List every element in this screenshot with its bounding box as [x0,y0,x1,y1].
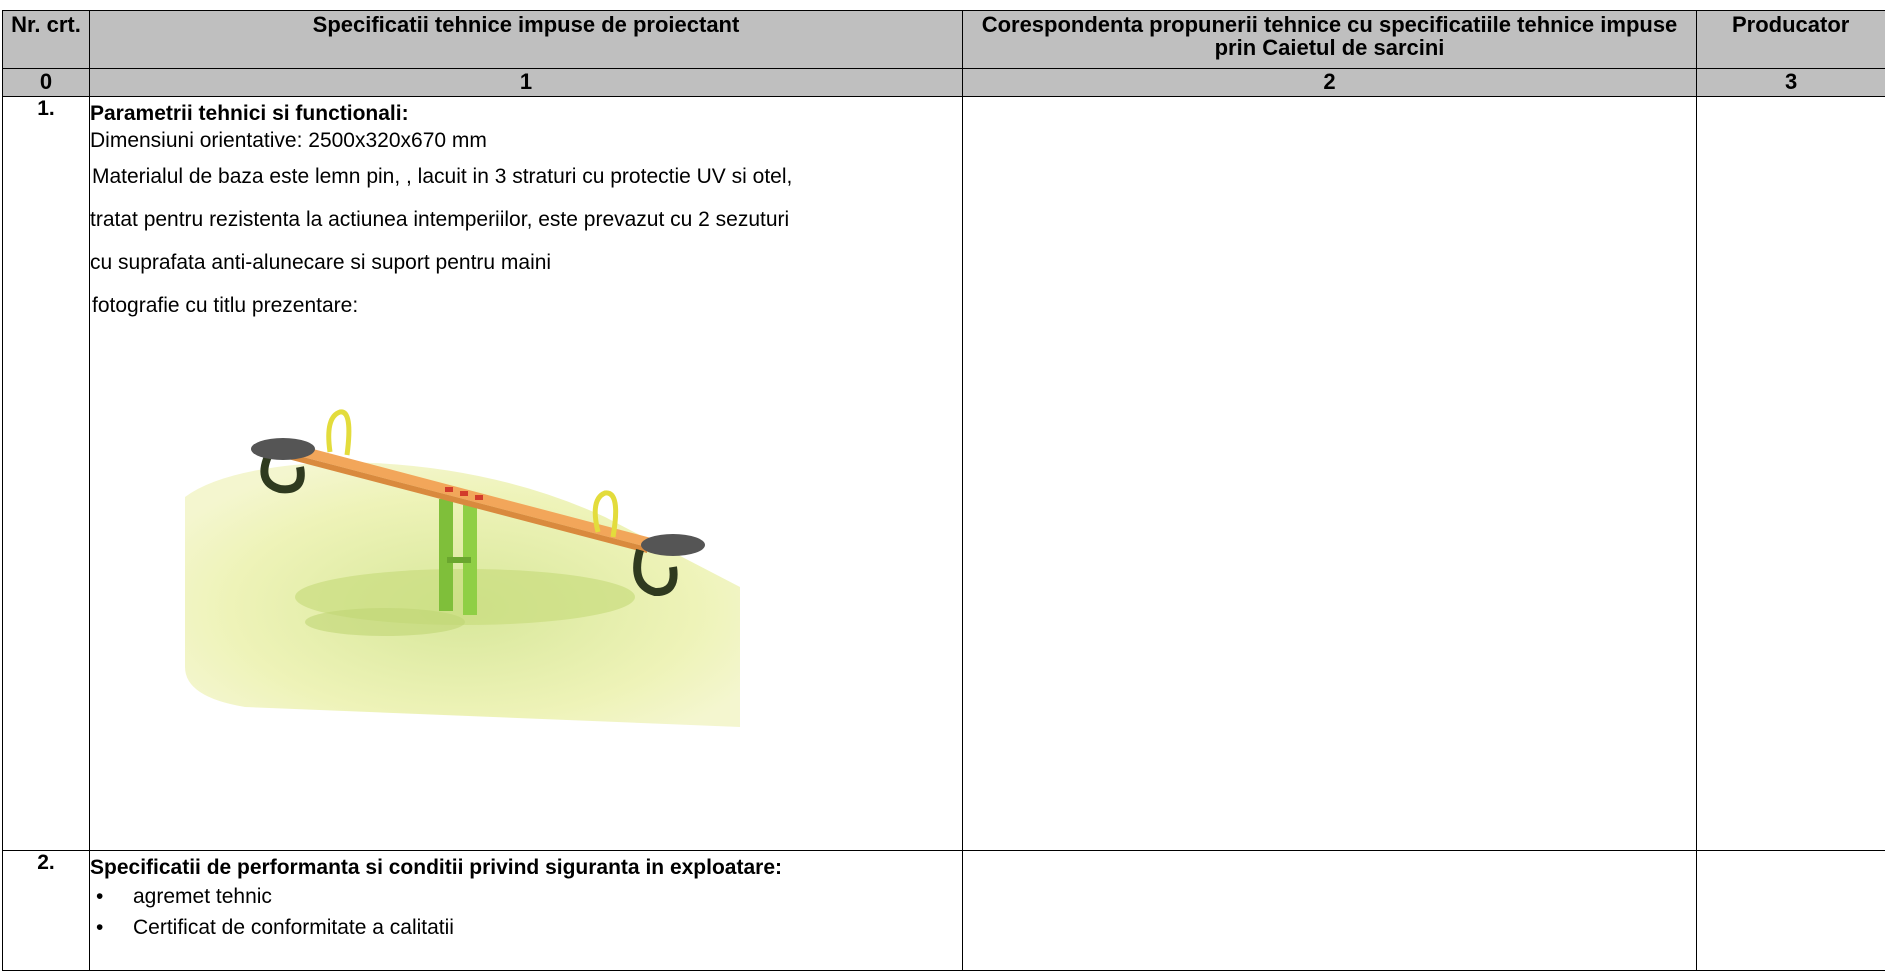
row-2-corespondenta-cell[interactable] [963,851,1697,971]
material-line: tratat pentru rezistenta la actiunea int… [90,198,962,241]
row-2-specs: Specificatii de performanta si conditii … [90,851,963,971]
table-row: 2. Specificatii de performanta si condit… [3,851,1885,971]
material-line: Materialul de baza este lemn pin, , lacu… [90,155,962,198]
column-number-row: 0 1 2 3 [3,69,1885,97]
seesaw-photo [90,327,962,765]
row-1-corespondenta-cell[interactable] [963,97,1697,851]
header-corespondenta: Corespondenta propunerii tehnice cu spec… [963,11,1697,69]
header-specificatii: Specificatii tehnice impuse de proiectan… [90,11,963,69]
row-1-producator-cell[interactable] [1697,97,1885,851]
row-title: Parametrii tehnici si functionali: [90,97,962,127]
column-number-1: 1 [90,69,963,97]
column-number-0: 0 [3,69,90,97]
bullet-icon: • [96,881,103,912]
bullet-icon: • [96,912,103,943]
row-1-specs: Parametrii tehnici si functionali: Dimen… [90,97,963,851]
dimensions-text: Dimensiuni orientative: 2500x320x670 mm [90,127,962,155]
row-number: 2. [3,851,90,971]
technical-spec-table: Nr. crt. Specificatii tehnice impuse de … [2,10,1885,971]
material-line: cu suprafata anti-alunecare si suport pe… [90,241,962,284]
seesaw-illustration-icon [185,407,755,737]
column-number-3: 3 [1697,69,1885,97]
list-item: •agremet tehnic [90,881,962,912]
row-number: 1. [3,97,90,851]
bullet-list: •agremet tehnic •Certificat de conformit… [90,881,962,943]
row-title: Specificatii de performanta si conditii … [90,851,962,881]
table-row: 1. Parametrii tehnici si functionali: Di… [3,97,1885,851]
header-producator: Producator [1697,11,1885,69]
header-nr-crt: Nr. crt. [3,11,90,69]
row-2-producator-cell[interactable] [1697,851,1885,971]
photo-caption: fotografie cu titlu prezentare: [90,284,962,327]
list-item: •Certificat de conformitate a calitatii [90,912,962,943]
table-header-row: Nr. crt. Specificatii tehnice impuse de … [3,11,1885,69]
column-number-2: 2 [963,69,1697,97]
